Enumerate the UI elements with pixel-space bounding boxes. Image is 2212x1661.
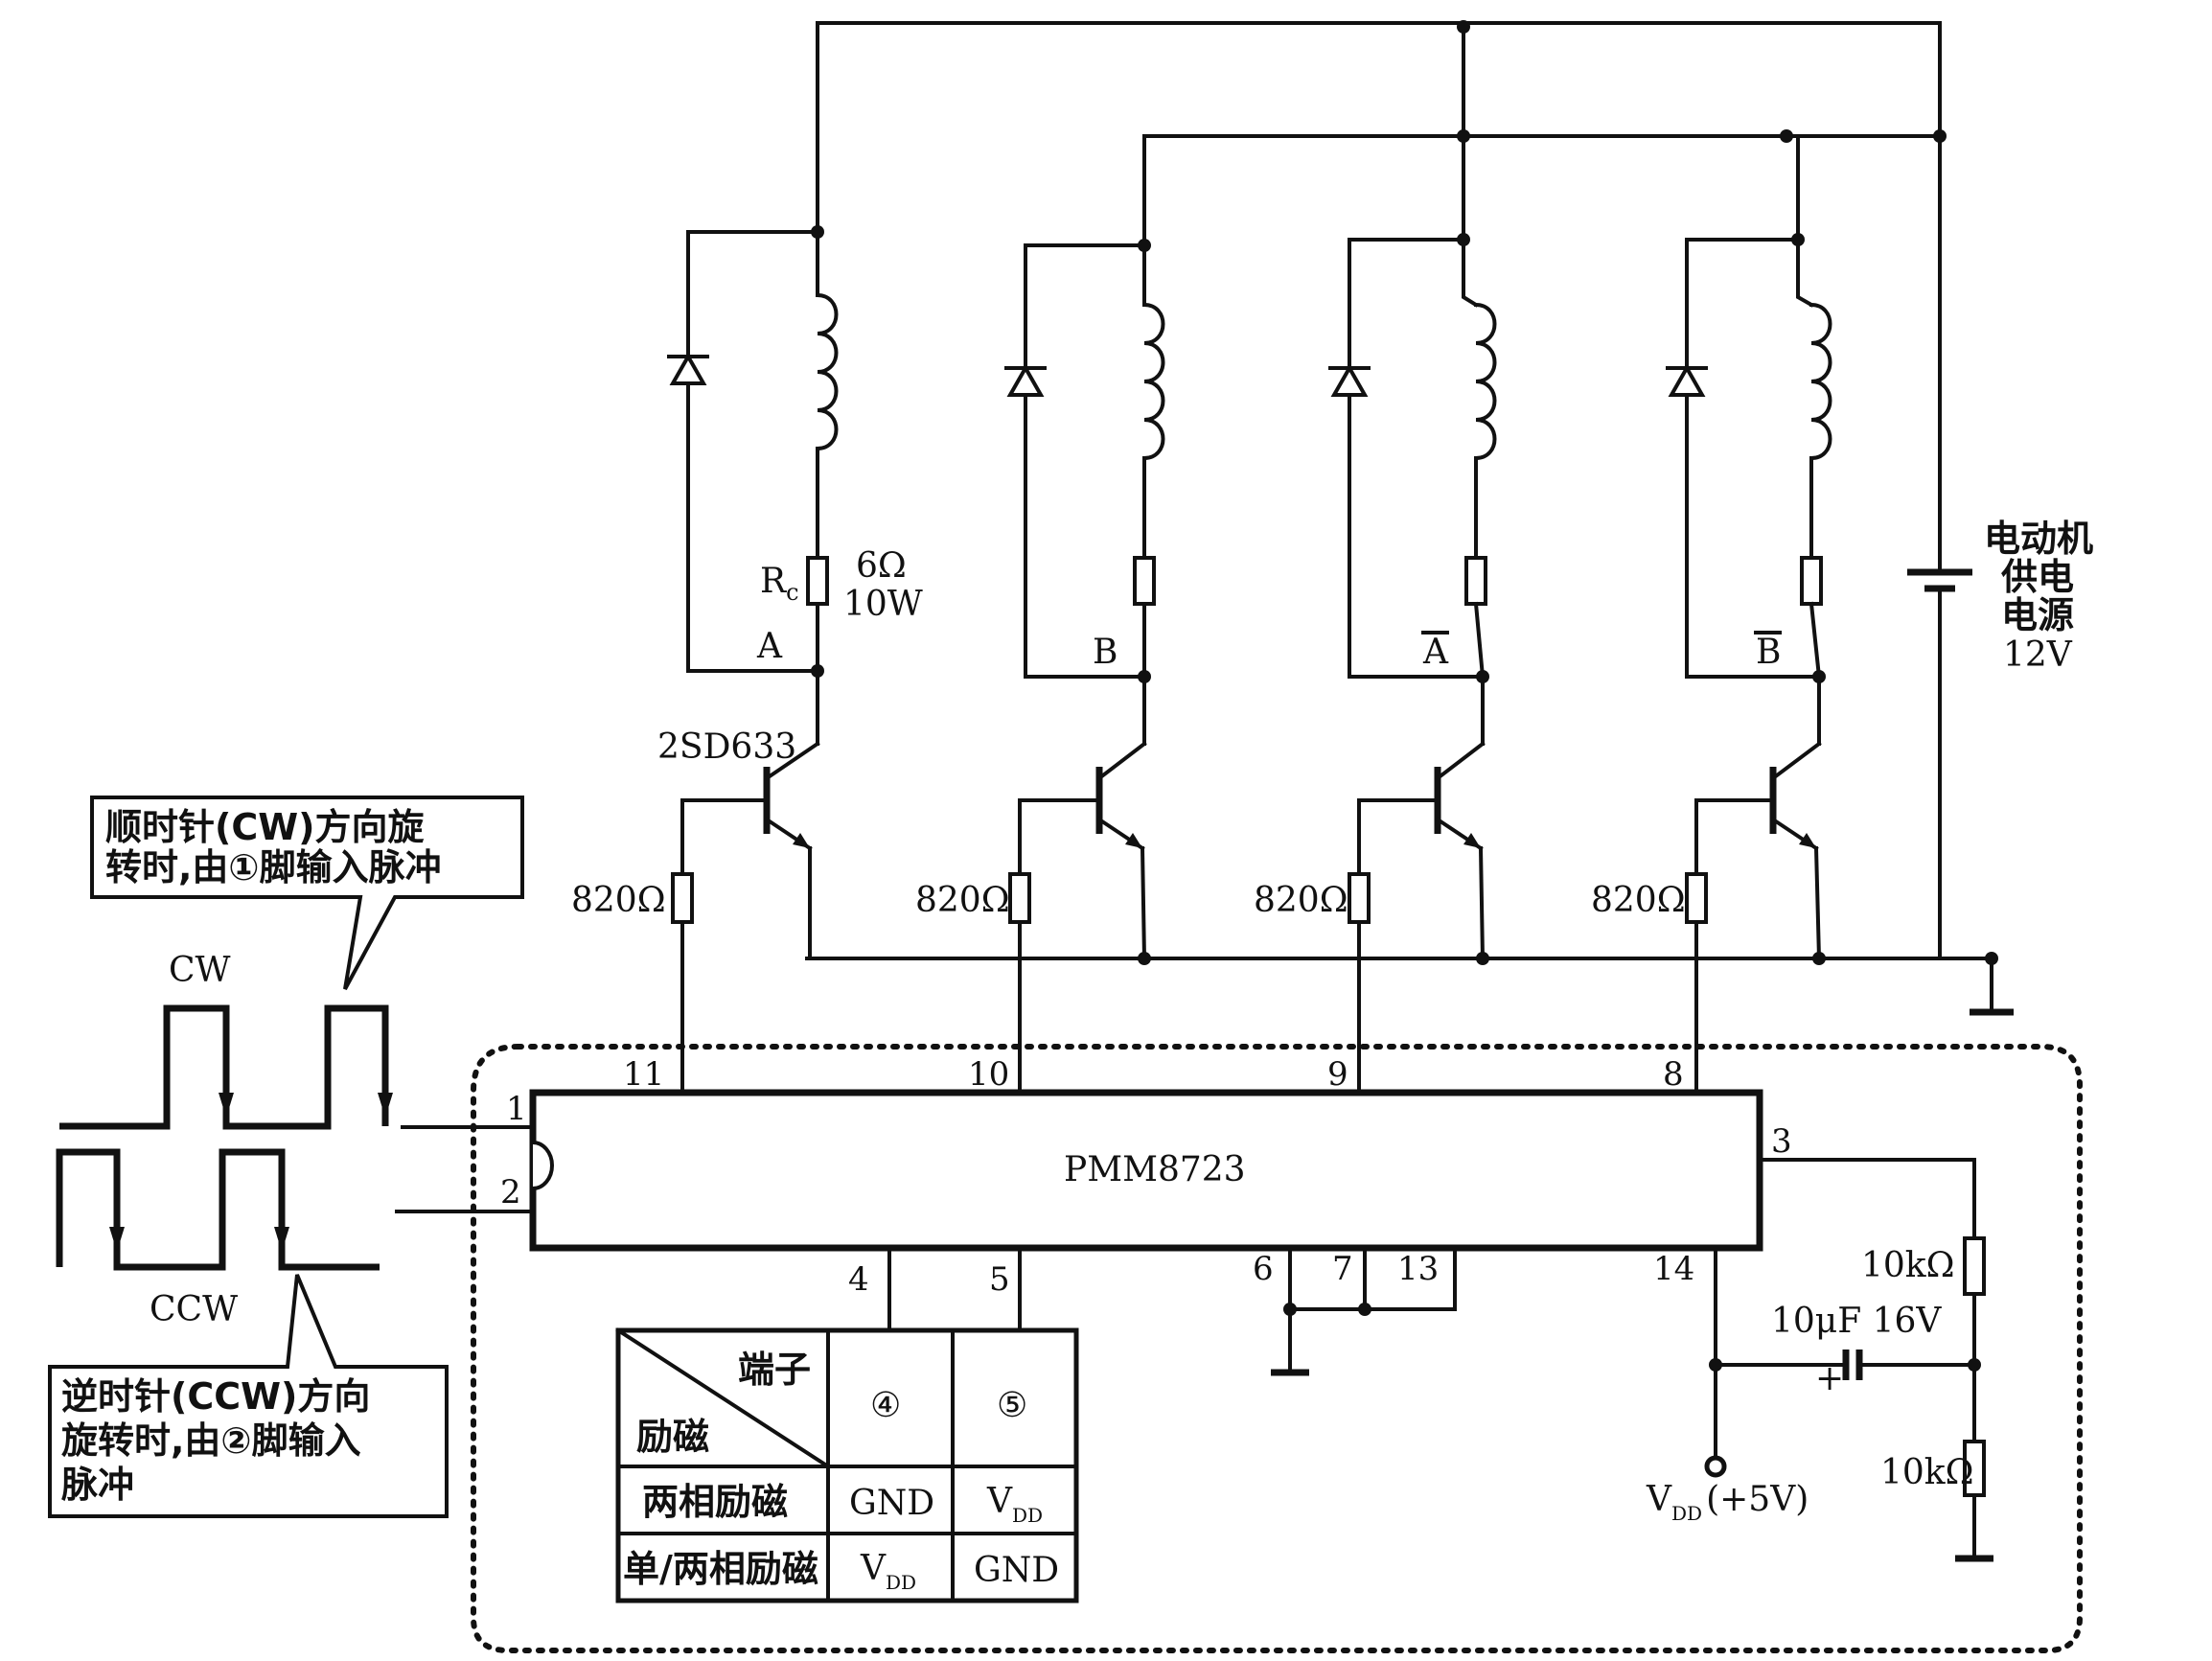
excitation-table: 端子 励磁 ④ ⑤ 两相励磁 GND VDD 单/两相励磁 VDD GND (615, 1327, 1079, 1603)
resistor-10k-bottom-value: 10kΩ (1880, 1453, 1973, 1492)
ic-pin-13: 13 (1397, 1250, 1439, 1288)
ccw-callout: 逆时针(CCW)方向 旋转时,由②脚输入 脉冲 (48, 1274, 449, 1518)
base-resistor-a-bar-value: 820Ω (1254, 881, 1348, 920)
ic-notch (532, 1141, 554, 1190)
vdd-terminal (1704, 1455, 1727, 1478)
supply-label: 电动机 供电 电源 12V (1984, 518, 2093, 675)
battery-symbol (1907, 544, 1972, 960)
supply-label-line1: 电动机 (1984, 518, 2093, 560)
phase-label-a: A (756, 627, 783, 666)
table-row1-pin5: VDD (986, 1482, 1043, 1527)
ccw-callout-line1: 逆时针(CCW)方向 (61, 1375, 370, 1418)
freewheel-diode-a-bar (1330, 363, 1369, 397)
phase-channel-a-bar: A 820Ω (1254, 233, 1497, 1095)
resistor-rc-a-bar (1464, 556, 1487, 606)
base-resistor-b-bar (1685, 872, 1708, 924)
table-col-pin4: ④ (870, 1386, 901, 1425)
phase-channel-b-bar: B 820Ω (1591, 233, 1832, 1095)
resistor-10k-top-value: 10kΩ (1861, 1246, 1954, 1285)
resistor-rc-b-bar (1800, 556, 1823, 606)
base-resistor-b-bar-value: 820Ω (1591, 881, 1686, 920)
ic-pin-9: 9 (1327, 1055, 1348, 1094)
table-col-pin5: ⑤ (997, 1386, 1027, 1425)
capacitor-plus: + (1815, 1359, 1844, 1398)
cw-waveform: CW (59, 951, 393, 1130)
motor-coil-a (815, 292, 839, 451)
freewheel-diode-a (669, 352, 707, 385)
table-header-row: 励磁 (636, 1416, 709, 1458)
cw-callout-line1: 顺时针(CW)方向旋 (105, 806, 425, 848)
vdd-reset-network: 10kΩ 10μF 16V + 10kΩ VDD(+5V) (1646, 1158, 1993, 1562)
capacitor-value: 10μF 16V (1771, 1302, 1942, 1341)
transistor-label: 2SD633 (657, 727, 796, 767)
rc-value: 6Ω (856, 546, 907, 586)
pins-6-7-13-ground (1271, 1246, 1457, 1376)
table-row2-pin5: GND (974, 1551, 1059, 1590)
motor-coil-a-bar (1473, 302, 1497, 461)
resistor-rc-a (806, 556, 829, 606)
phase-label-a-bar: A (1422, 633, 1449, 672)
ic-pin-5: 5 (989, 1260, 1010, 1299)
ic-pmm8723: PMM8723 11 10 9 8 1 2 3 4 5 6 7 13 14 (500, 1055, 1792, 1299)
ic-pin-10: 10 (968, 1055, 1009, 1094)
ic-name: PMM8723 (1064, 1150, 1246, 1189)
phase-label-b: B (1093, 633, 1118, 672)
cw-label: CW (169, 951, 231, 990)
base-resistor-a-bar (1348, 872, 1371, 924)
motor-coil-b-bar (1809, 302, 1832, 461)
resistor-10k-top (1963, 1236, 1986, 1296)
emitter-ground-bus (805, 952, 2014, 1016)
rc-label: Rc (760, 562, 799, 606)
ic-pin-6: 6 (1253, 1250, 1274, 1288)
base-resistor-b (1008, 872, 1031, 924)
ccw-callout-line2: 旋转时,由②脚输入 (61, 1419, 361, 1462)
phase-channel-a: Rc 6Ω 10W A 2SD633 820Ω (571, 225, 923, 1095)
supply-label-voltage: 12V (2003, 635, 2073, 675)
cw-callout: 顺时针(CW)方向旋 转时,由①脚输入脉冲 (90, 796, 524, 990)
ccw-callout-line3: 脉冲 (61, 1464, 134, 1506)
motor-coil-b (1141, 302, 1165, 461)
ccw-label: CCW (150, 1290, 238, 1329)
base-resistor-a (671, 872, 694, 924)
ic-pin-7: 7 (1332, 1250, 1353, 1288)
driver-module-boundary (471, 1044, 2083, 1653)
ic-pin-2: 2 (500, 1173, 521, 1211)
rc-power: 10W (843, 585, 923, 624)
table-row1-label: 两相励磁 (642, 1481, 788, 1523)
supply-label-line2: 供电 (2001, 556, 2074, 598)
table-row1-pin4: GND (849, 1484, 934, 1523)
ccw-waveform: CCW (56, 1148, 380, 1329)
ic-pin-14: 14 (1653, 1250, 1694, 1288)
cw-callout-line2: 转时,由①脚输入脉冲 (105, 846, 442, 888)
table-header-diagonal (615, 1327, 831, 1469)
table-row2-label: 单/两相励磁 (623, 1548, 818, 1590)
ic-pin-11: 11 (623, 1055, 664, 1094)
phase-channel-b: B 820Ω (915, 239, 1165, 1095)
phase-label-b-bar: B (1756, 633, 1781, 672)
freewheel-diode-b (1006, 363, 1045, 397)
base-resistor-a-value: 820Ω (571, 881, 666, 920)
supply-rails (816, 20, 1947, 548)
table-row2-pin4: VDD (860, 1549, 916, 1594)
ic-pin-3: 3 (1771, 1122, 1792, 1161)
ic-pin-4: 4 (848, 1260, 869, 1299)
resistor-rc-b (1133, 556, 1156, 606)
ic-pin-8: 8 (1663, 1055, 1684, 1094)
freewheel-diode-b-bar (1668, 363, 1706, 397)
base-resistor-b-value: 820Ω (915, 881, 1010, 920)
supply-label-line3: 电源 (2001, 594, 2074, 636)
table-header-col: 端子 (738, 1349, 811, 1391)
vdd-label: VDD(+5V) (1646, 1480, 1809, 1525)
ic-pin-1: 1 (506, 1090, 527, 1128)
